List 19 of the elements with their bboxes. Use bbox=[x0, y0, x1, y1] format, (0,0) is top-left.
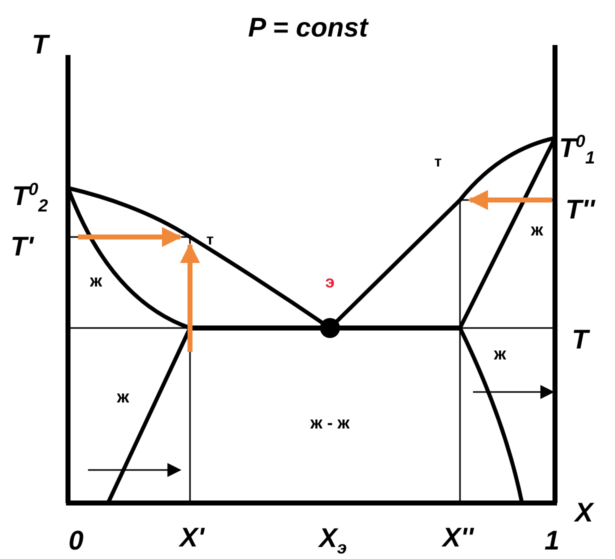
temperature-label: T'' bbox=[565, 196, 595, 224]
phase-label: ж bbox=[530, 222, 544, 238]
axis-label: T bbox=[32, 32, 48, 58]
axis-label: X bbox=[575, 500, 593, 526]
composition-label: X'' bbox=[442, 524, 474, 552]
phase-label: т bbox=[434, 154, 442, 170]
temperature-label: T' bbox=[10, 234, 34, 260]
phase-label: ж bbox=[494, 346, 506, 362]
tick-label: 0 bbox=[68, 528, 84, 554]
phase-label: ж bbox=[116, 388, 130, 406]
phase-label: ж bbox=[90, 272, 102, 290]
point-label: э bbox=[325, 274, 335, 290]
tick-label: 1 bbox=[544, 528, 560, 554]
phase-label: т bbox=[206, 232, 214, 248]
composition-label: X$_{э}$ bbox=[319, 525, 347, 557]
diagram-title: P = const bbox=[248, 14, 368, 42]
composition-label: X' bbox=[180, 524, 204, 552]
temperature-label: T bbox=[572, 326, 588, 354]
phase-label: ж - ж bbox=[310, 414, 350, 432]
